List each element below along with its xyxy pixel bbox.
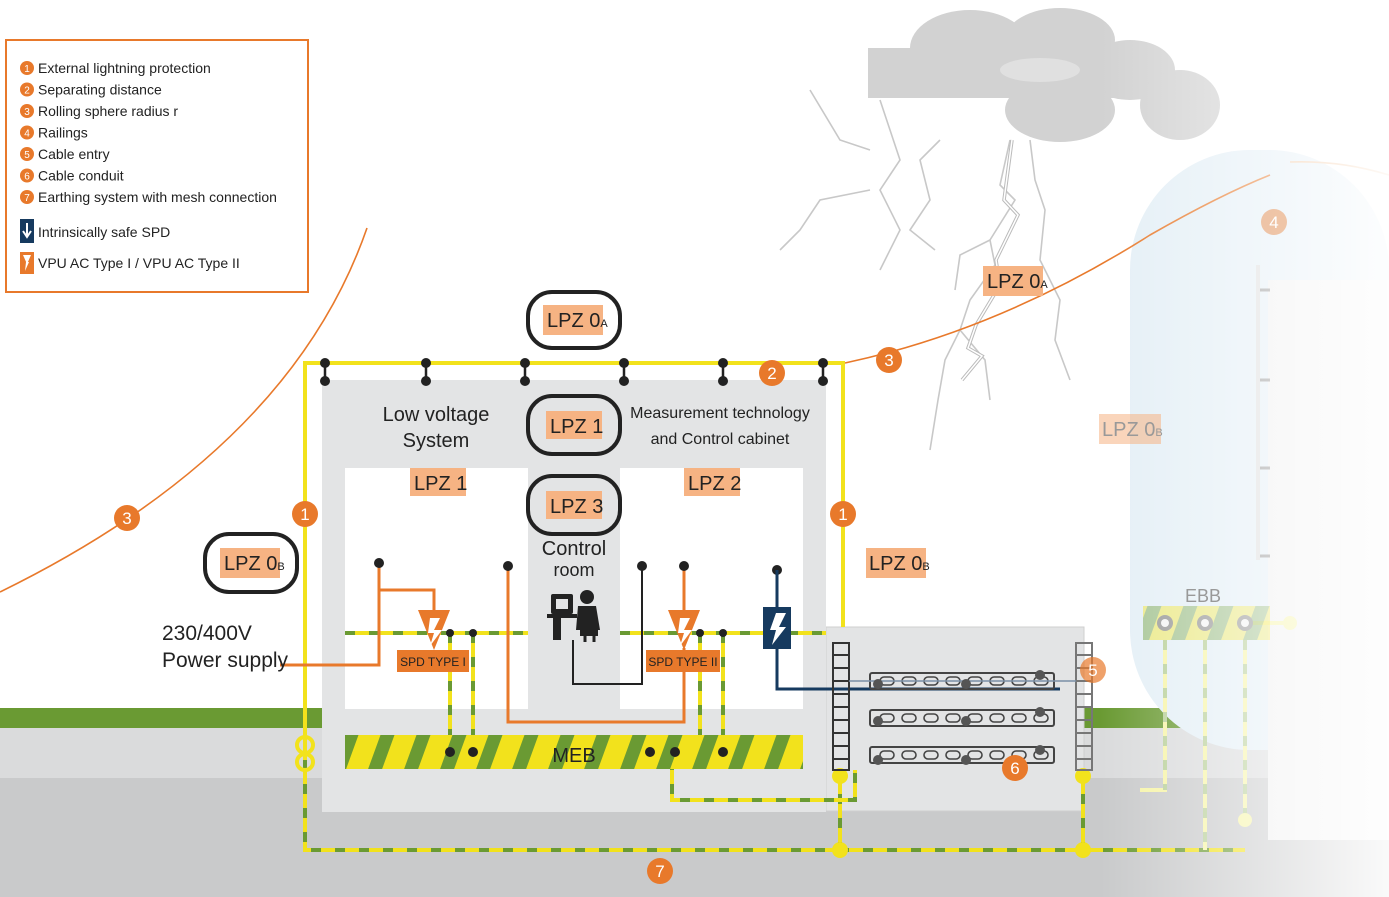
lpz1-label-room: LPZ 1: [414, 473, 467, 495]
power-supply-label-1: 230/400V: [162, 622, 252, 645]
marker-5: [1080, 657, 1106, 683]
lightning-bolt-icon: [779, 89, 1071, 451]
spd-type1-label: SPD TYPE I: [400, 655, 466, 669]
legend-spd-safe-text: Intrinsically safe SPD: [38, 224, 170, 240]
lpz2-label: LPZ 2: [688, 473, 741, 495]
legend-number-2: [20, 82, 34, 97]
lpz0b-label-right: LPZ 0B: [869, 553, 930, 575]
low-voltage-label-2: System: [403, 430, 470, 452]
room-low-voltage: [345, 468, 528, 709]
lpz1-ring: [526, 394, 622, 456]
ebb-label: EBB: [1185, 586, 1221, 606]
marker-1-right-num: 1: [838, 505, 847, 524]
legend-number-1: [20, 61, 34, 75]
marker-2-num: 2: [767, 364, 776, 383]
marker-5-num: 5: [1088, 661, 1097, 680]
control-room-label-1: Control: [542, 538, 606, 560]
legend-box: [5, 39, 309, 293]
lpz0a-label-sky: LPZ 0A: [987, 271, 1048, 293]
legend-number-3: [20, 104, 34, 118]
legend-number-4: [20, 125, 34, 140]
legend-item-text: Cable conduit: [38, 168, 124, 184]
marker-6: [1002, 755, 1028, 781]
lpz0b-ring: [203, 532, 299, 594]
legend-item-text: External lightning protection: [38, 60, 211, 76]
marker-2: [759, 360, 785, 386]
intrinsically-safe-spd-device: [763, 570, 1060, 691]
legend-item-text: Cable entry: [38, 146, 110, 162]
lpz1-label-top: LPZ 1: [550, 416, 603, 438]
lpz0b-label-left: LPZ 0B: [224, 553, 285, 575]
roof-supports: [323, 363, 825, 382]
legend-item-text: Separating distance: [38, 82, 162, 98]
annex-building: [825, 626, 1085, 812]
lpz3-ring: [526, 474, 622, 536]
signal-lines: [572, 565, 643, 685]
marker-7: [647, 858, 673, 884]
marker-1-left: [292, 501, 318, 527]
legend-number-label-6: 6: [24, 172, 30, 183]
legend-number-7: [20, 190, 34, 204]
marker-3-left-num: 3: [122, 509, 131, 528]
legend-number-label-1: 1: [24, 64, 30, 75]
marker-3-right: [876, 347, 902, 373]
legend-item-text: Railings: [38, 125, 88, 141]
spd-type2-label: SPD TYPE II: [648, 655, 717, 669]
rolling-sphere-arc-left: [0, 227, 368, 593]
legend-item-text: Earthing system with mesh connection: [38, 189, 277, 205]
legend-spd-vpu-text: VPU AC Type I / VPU AC Type II: [38, 255, 240, 271]
legend-number-label-3: 3: [24, 107, 30, 118]
marker-4: [1261, 209, 1287, 235]
legend-number-label-5: 5: [24, 150, 30, 161]
legend-number-5: [20, 147, 34, 161]
lpz0a-ring: [526, 290, 622, 350]
power-supply-line: [280, 565, 686, 724]
legend-number-label-2: 2: [24, 86, 30, 97]
marker-7-num: 7: [655, 862, 664, 881]
legend-number-label-7: 7: [24, 193, 30, 204]
low-voltage-label-1: Low voltage: [383, 404, 490, 426]
measurement-label-2: and Control cabinet: [651, 431, 790, 448]
legend-item-text: Rolling sphere radius r: [38, 103, 178, 119]
marker-1-right: [830, 501, 856, 527]
marker-1-left-num: 1: [300, 505, 309, 524]
spd-type1-device: [397, 610, 469, 672]
marker-3-left: [114, 505, 140, 531]
external-lightning-protection: [303, 361, 845, 760]
lightning-strike: [960, 139, 1021, 382]
operator-icon: [547, 590, 600, 642]
measurement-label-1: Measurement technology: [630, 405, 810, 422]
spd-type2-device: [646, 610, 720, 672]
lpz0a-label-roof: LPZ 0A: [547, 310, 608, 332]
marker-6-num: 6: [1010, 759, 1019, 778]
legend-number-6: [20, 168, 34, 183]
lpz3-label: LPZ 3: [550, 496, 603, 518]
control-room-label-2: room: [553, 560, 594, 580]
power-supply-label-2: Power supply: [162, 649, 289, 672]
cable-entry-ladder: [832, 642, 850, 771]
legend-number-label-4: 4: [24, 129, 30, 140]
lpz0b-label-far: LPZ 0B: [1102, 419, 1163, 441]
meb-label: MEB: [552, 745, 595, 767]
marker-3-right-num: 3: [884, 351, 893, 370]
marker-4-num: 4: [1269, 213, 1278, 232]
